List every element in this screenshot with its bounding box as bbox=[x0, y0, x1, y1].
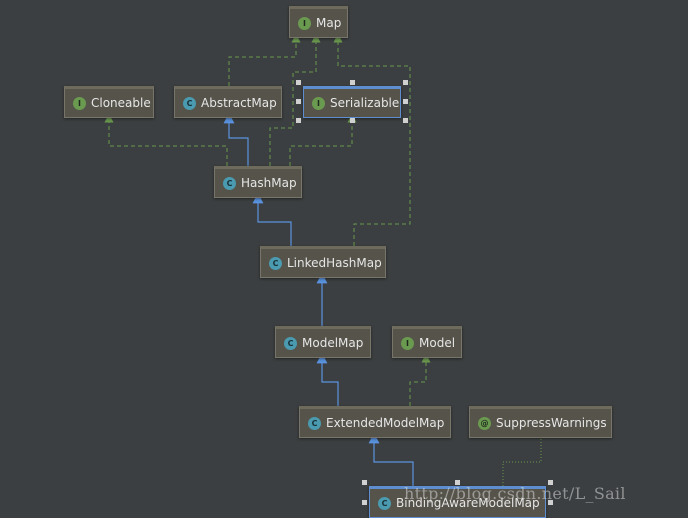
edge-linkedhashmap-map bbox=[333, 33, 411, 246]
selection-handle[interactable] bbox=[403, 80, 408, 85]
node-label: Serializable bbox=[330, 96, 400, 110]
annotation-icon: @ bbox=[478, 416, 491, 430]
interface-icon: I bbox=[401, 336, 414, 350]
selection-handle[interactable] bbox=[296, 80, 301, 85]
node-label: ExtendedModelMap bbox=[326, 416, 445, 430]
selection-handle[interactable] bbox=[350, 118, 355, 123]
edge-extendedmodelmap-model bbox=[409, 353, 431, 406]
edge-hashmap-map bbox=[269, 33, 321, 166]
edge-hashmap-abstractmap bbox=[223, 112, 249, 166]
node-cloneable[interactable]: I Cloneable bbox=[64, 86, 154, 118]
node-hashmap[interactable]: C HashMap bbox=[214, 166, 302, 198]
edge-bindingawaremodelmap-extendedmodelmap bbox=[368, 432, 414, 486]
edge-extendedmodelmap-modelmap bbox=[316, 352, 339, 406]
class-icon: C bbox=[223, 176, 236, 190]
edge-abstractmap-map bbox=[228, 33, 301, 86]
selection-handle[interactable] bbox=[362, 480, 367, 485]
node-label: ModelMap bbox=[302, 336, 364, 350]
class-icon: C bbox=[378, 496, 391, 510]
selection-handle[interactable] bbox=[350, 80, 355, 85]
node-label: Cloneable bbox=[91, 96, 151, 110]
node-label: Model bbox=[419, 336, 456, 350]
selection-handle[interactable] bbox=[362, 500, 367, 505]
interface-icon: I bbox=[312, 96, 325, 110]
interface-icon: I bbox=[298, 16, 311, 30]
node-extendedmodelmap[interactable]: C ExtendedModelMap bbox=[299, 406, 451, 438]
selection-handle[interactable] bbox=[296, 118, 301, 123]
edge-hashmap-cloneable bbox=[104, 113, 228, 166]
node-label: Map bbox=[316, 16, 342, 30]
node-model[interactable]: I Model bbox=[392, 326, 462, 358]
selection-handle[interactable] bbox=[455, 480, 460, 485]
selection-handle[interactable] bbox=[548, 480, 553, 485]
edge-linkedhashmap-hashmap bbox=[252, 192, 292, 246]
node-label: SuppressWarnings bbox=[496, 416, 607, 430]
class-icon: C bbox=[308, 416, 321, 430]
node-label: HashMap bbox=[241, 176, 297, 190]
selection-handle[interactable] bbox=[548, 500, 553, 505]
class-icon: C bbox=[284, 336, 297, 350]
node-suppresswarnings[interactable]: @ SuppressWarnings bbox=[469, 406, 612, 438]
node-modelmap[interactable]: C ModelMap bbox=[275, 326, 371, 358]
node-bindingawaremodelmap[interactable]: C BindingAwareModelMap bbox=[369, 486, 546, 518]
class-icon: C bbox=[269, 256, 282, 270]
node-linkedhashmap[interactable]: C LinkedHashMap bbox=[260, 246, 386, 278]
edge-bindingawaremodelmap-suppresswarnings bbox=[502, 438, 542, 486]
node-serializable[interactable]: I Serializable bbox=[303, 86, 401, 118]
interface-icon: I bbox=[73, 96, 86, 110]
abstract-class-icon: C bbox=[183, 96, 196, 110]
selection-handle[interactable] bbox=[296, 99, 301, 104]
edge-hashmap-serializable bbox=[289, 113, 357, 166]
node-abstractmap[interactable]: C AbstractMap bbox=[174, 86, 282, 118]
node-label: AbstractMap bbox=[201, 96, 277, 110]
selection-handle[interactable] bbox=[403, 99, 408, 104]
node-map[interactable]: I Map bbox=[289, 6, 348, 38]
node-label: BindingAwareModelMap bbox=[396, 496, 540, 510]
node-label: LinkedHashMap bbox=[287, 256, 382, 270]
selection-handle[interactable] bbox=[403, 118, 408, 123]
